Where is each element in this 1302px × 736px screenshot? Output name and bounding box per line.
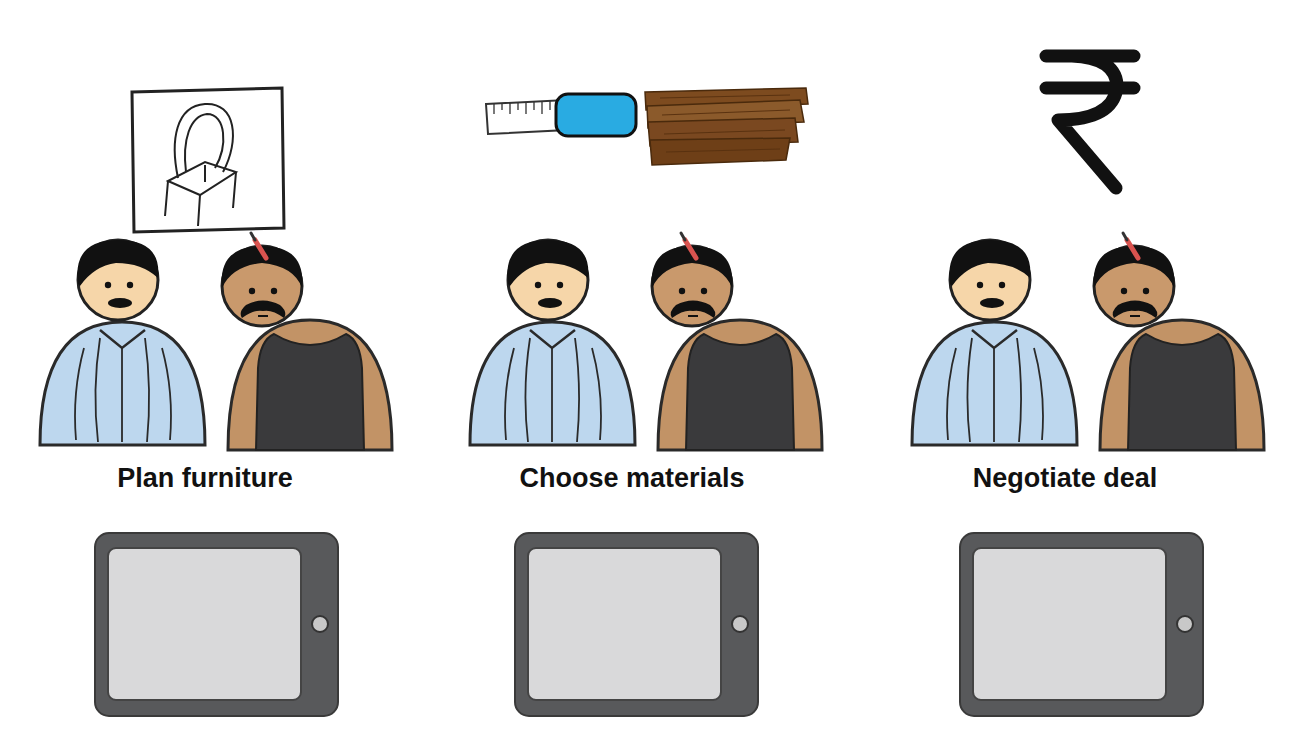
sketch-frame [132,88,284,232]
step-label: Choose materials [472,461,792,495]
rupee-symbol [1046,56,1134,188]
chair-seat [168,162,236,195]
step-label: Negotiate deal [905,461,1225,495]
people-pair [40,233,392,450]
chair-sketch-icon [132,88,284,232]
people-pair [912,233,1264,450]
tablet [960,533,1203,716]
wood-grain [660,95,790,152]
tablet [515,533,758,716]
chair-legs [165,165,236,226]
step-label: Plan furniture [45,461,365,495]
people-pair [470,233,822,450]
tape-ticks [494,101,558,114]
tape-case [556,94,636,136]
materials-icon [486,88,808,165]
rupee-glyph [1046,56,1134,188]
chair-back [175,104,233,178]
tablet [95,533,338,716]
